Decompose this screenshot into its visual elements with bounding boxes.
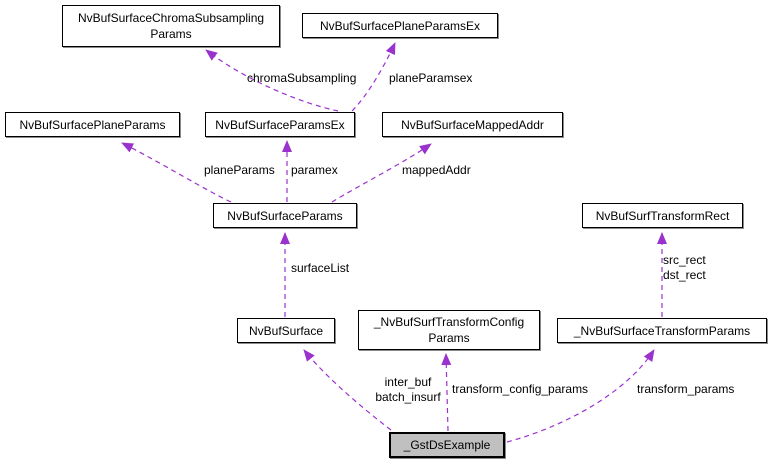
edge-planeparamsex: [351, 42, 396, 112]
edge-label-planeparams: planeParams: [204, 163, 275, 177]
node-label: _NvBufSurfaceTransformParams: [573, 323, 751, 338]
node-label-line: Params: [150, 27, 192, 41]
node-label-line: _NvBufSurfTransformConfig: [373, 315, 525, 329]
node-nvbufsurftransformconfigparams[interactable]: _NvBufSurfTransformConfig Params: [358, 310, 540, 350]
edge-label-line: dst_rect: [663, 268, 706, 282]
node-label: NvBufSurfaceMappedAddr: [401, 117, 544, 132]
edge-label-inter-buf-batch-insurf: inter_buf batch_insurf: [368, 375, 448, 405]
edge-label-mappedaddr: mappedAddr: [402, 163, 471, 177]
edge-inter-buf-batch-insurf: [303, 349, 392, 431]
node-nvbufsurfaceplaneparams[interactable]: NvBufSurfacePlaneParams: [5, 112, 180, 137]
node-label: NvBufSurfacePlaneParams: [19, 117, 166, 132]
node-label: NvBufSurfaceParamsEx: [215, 117, 345, 132]
edge-planeparams: [121, 142, 232, 203]
edge-chromasubsampling: [205, 49, 339, 112]
node-nvbufsurfacetransformparams[interactable]: _NvBufSurfaceTransformParams: [557, 318, 767, 343]
edge-label-transform-config-params: transform_config_params: [452, 382, 589, 396]
node-label: _GstDsExample: [403, 438, 491, 452]
edge-label-paramex: paramex: [291, 163, 338, 177]
node-nvbufsurfaceplaneparamsex[interactable]: NvBufSurfacePlaneParamsEx: [302, 13, 498, 38]
node-label-line: NvBufSurfaceChromaSubsampling: [77, 11, 265, 25]
node-label: NvBufSurfaceParams: [227, 208, 343, 223]
edge-label-line: src_rect: [663, 253, 706, 267]
node-label: NvBufSurface: [248, 323, 324, 338]
node-gstdsexample: _GstDsExample: [389, 432, 505, 458]
edge-label-transform-params: transform_params: [637, 382, 735, 396]
edge-transform-config-params: [441, 353, 452, 432]
edge-label-line: inter_buf: [384, 375, 432, 389]
edge-label-line: batch_insurf: [375, 390, 441, 404]
edge-label-chromasubsampling: chromaSubsampling: [247, 71, 357, 85]
node-nvbufsurfaceparamsex[interactable]: NvBufSurfaceParamsEx: [205, 112, 355, 137]
node-label: NvBufSurfTransformRect: [595, 208, 730, 223]
node-label-line: Params: [428, 331, 470, 345]
node-label: NvBufSurfacePlaneParamsEx: [319, 18, 481, 33]
edge-transform-params: [506, 349, 655, 443]
edge-label-planeparamsex: planeParamsex: [389, 71, 473, 85]
edge-label-src-dst-rect: src_rect dst_rect: [663, 253, 706, 283]
edge-label-surfacelist: surfaceList: [291, 261, 350, 275]
node-nvbufsurftransformrect[interactable]: NvBufSurfTransformRect: [582, 203, 743, 228]
node-nvbufsurfacechromasubsamplingparams[interactable]: NvBufSurfaceChromaSubsampling Params: [62, 5, 280, 47]
node-nvbufsurfacemappedaddr[interactable]: NvBufSurfaceMappedAddr: [382, 112, 563, 137]
node-nvbufsurface[interactable]: NvBufSurface: [237, 318, 335, 343]
edge-mappedaddr: [331, 143, 432, 203]
node-nvbufsurfaceparams[interactable]: NvBufSurfaceParams: [213, 203, 357, 228]
